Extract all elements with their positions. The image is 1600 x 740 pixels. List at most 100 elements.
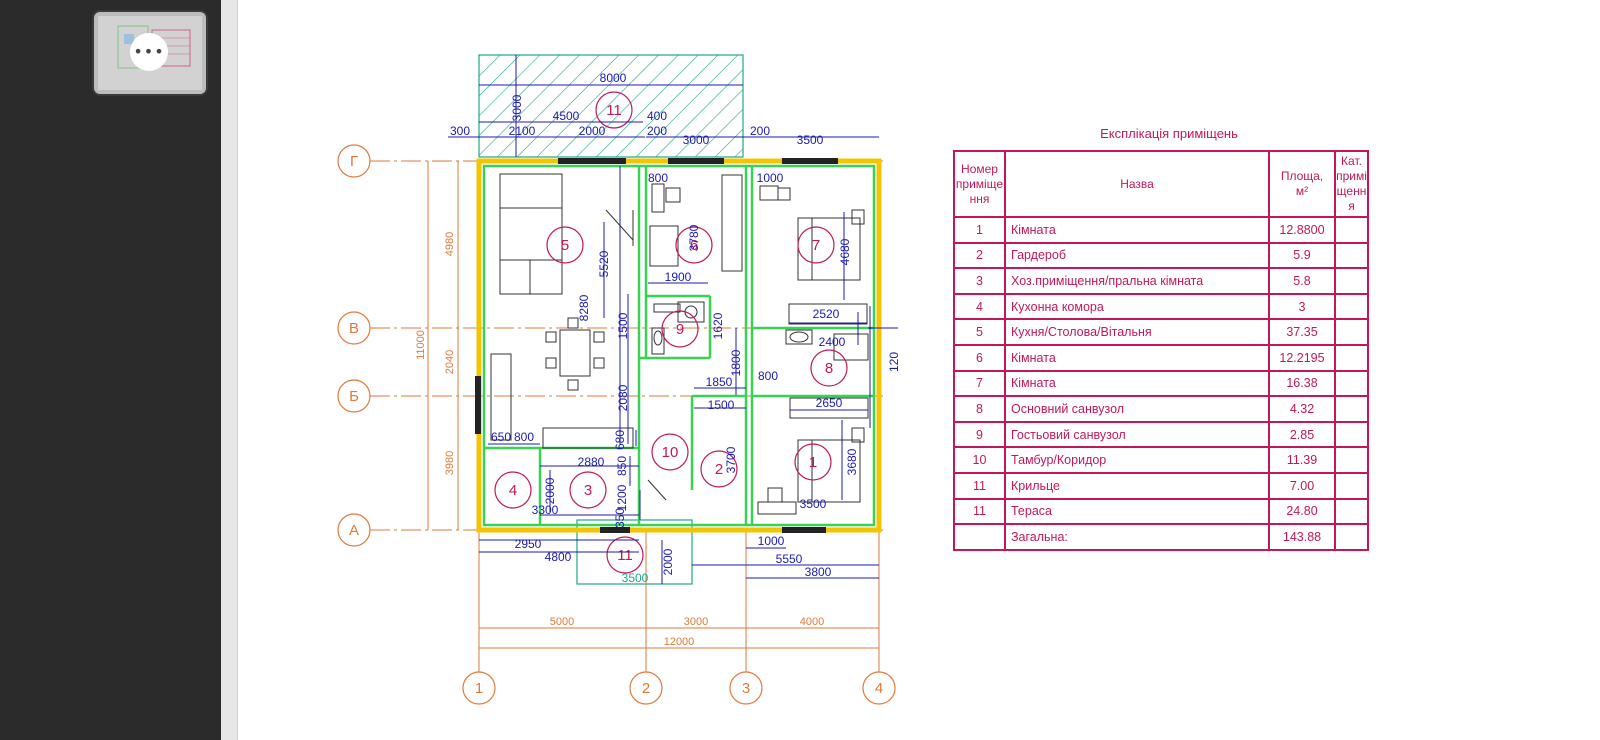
axis-dimension-label: 12000 — [664, 636, 695, 648]
header-area: Площа, м² — [1268, 150, 1336, 218]
insulation-layer — [482, 164, 876, 527]
dimension-label: 120 — [887, 352, 898, 372]
dimension-label: 1850 — [706, 375, 733, 389]
dimension-label: 300 — [450, 124, 470, 138]
room-marker: 11 — [617, 547, 633, 564]
axis-dimension-label: 3980 — [444, 451, 456, 475]
dimension-label: 5550 — [776, 552, 803, 566]
dimension-label: 200 — [750, 124, 770, 138]
room-marker: 11 — [606, 102, 622, 119]
dimension-label: 2100 — [509, 124, 536, 138]
dimension-label: 1200 — [615, 484, 629, 511]
terrace-hatch — [478, 54, 744, 158]
viewer-right-margin — [1495, 0, 1600, 740]
dimension-label: 400 — [647, 109, 667, 123]
axis-label: 2 — [642, 680, 650, 697]
dimension-label: 2000 — [579, 124, 606, 138]
furniture — [490, 173, 869, 515]
floor-plan: 11 5 6 7 9 8 10 2 1 4 3 11 Г В Б — [337, 54, 898, 705]
dimension-label: 800 — [758, 369, 778, 383]
dimension-label: 8280 — [577, 294, 591, 321]
dimension-label: 1900 — [665, 270, 692, 284]
dimension-label: 5520 — [597, 250, 611, 277]
axis-dimension-label: 3000 — [684, 616, 708, 628]
room-marker: 4 — [509, 482, 517, 499]
explication-title: Експлікація приміщень — [1100, 126, 1238, 141]
more-dots-icon[interactable]: ••• — [130, 33, 168, 71]
dimension-label: 200 — [647, 124, 667, 138]
axis-label: 1 — [475, 680, 483, 697]
axis-label: 4 — [875, 680, 883, 697]
dimension-lines — [448, 55, 898, 584]
axis-dimension-label: 5000 — [550, 616, 574, 628]
dimension-label: 2000 — [543, 477, 557, 504]
axis-label: В — [349, 320, 359, 337]
dimension-label: 1000 — [758, 534, 785, 548]
axis-dimension-label: 11000 — [415, 330, 427, 360]
dimension-label: 2000 — [661, 548, 675, 575]
room-marker: 8 — [825, 360, 833, 377]
dimension-label: 1500 — [616, 312, 630, 339]
dimension-label: 3700 — [724, 446, 738, 473]
dimension-label: 4680 — [838, 238, 852, 265]
room-marker: 5 — [561, 237, 569, 254]
viewer-gutter — [221, 0, 237, 740]
dimension-label: 800 — [648, 171, 668, 185]
dimension-label: 3500 — [622, 571, 649, 585]
room-marker: 10 — [662, 444, 679, 461]
room-marker-circles — [494, 91, 848, 574]
dimension-label: 680 — [613, 430, 627, 450]
dimension-label: 3000 — [510, 94, 524, 121]
axis-label: А — [349, 522, 359, 539]
header-category: Кат. примі щенн я — [1334, 150, 1369, 218]
dimension-label: 4500 — [553, 109, 580, 123]
room-marker: 7 — [812, 237, 820, 254]
page-thumbnail[interactable]: ••• — [94, 12, 206, 94]
room-marker: 3 — [584, 482, 592, 499]
room-marker: 1 — [809, 454, 817, 471]
dimension-label: 2400 — [819, 335, 846, 349]
header-name: Назва — [1004, 150, 1270, 218]
room-marker: 9 — [676, 321, 684, 338]
axis-dimension-label: 2040 — [444, 350, 456, 374]
axis-dimension-label: 4000 — [800, 616, 824, 628]
axis-label: 3 — [742, 680, 750, 697]
dimension-label: 3780 — [687, 224, 701, 251]
axis-label: Б — [349, 388, 359, 405]
explication-table: Номер приміще ння Назва Площа, м² Кат. п… — [953, 150, 1369, 551]
dimension-label: 2520 — [813, 307, 840, 321]
dimension-label: 3800 — [805, 565, 832, 579]
dimension-label: 350 — [613, 508, 627, 528]
dimension-label: 1800 — [729, 349, 743, 376]
windows — [475, 158, 838, 533]
dimension-label: 4800 — [545, 550, 572, 564]
dimension-label: 2650 — [816, 396, 843, 410]
axis-bubbles — [337, 144, 896, 705]
dimension-label: 1500 — [708, 398, 735, 412]
dimension-label: 1620 — [711, 312, 725, 339]
header-number: Номер приміще ння — [953, 150, 1006, 218]
dimension-label: 8000 — [600, 71, 627, 85]
room-marker: 2 — [715, 461, 723, 478]
dimension-label: 3300 — [532, 503, 559, 517]
dimension-label: 800 — [514, 430, 534, 444]
dimension-label: 3000 — [683, 133, 710, 147]
dimension-label: 3680 — [845, 448, 859, 475]
axis-label: Г — [350, 153, 358, 170]
interior-walls — [484, 166, 874, 525]
table-row-total: Загальна:143.88 — [953, 523, 1369, 551]
dimension-label: 850 — [615, 456, 629, 476]
dimension-label: 2080 — [616, 384, 630, 411]
room-marker: 6 — [690, 237, 698, 254]
